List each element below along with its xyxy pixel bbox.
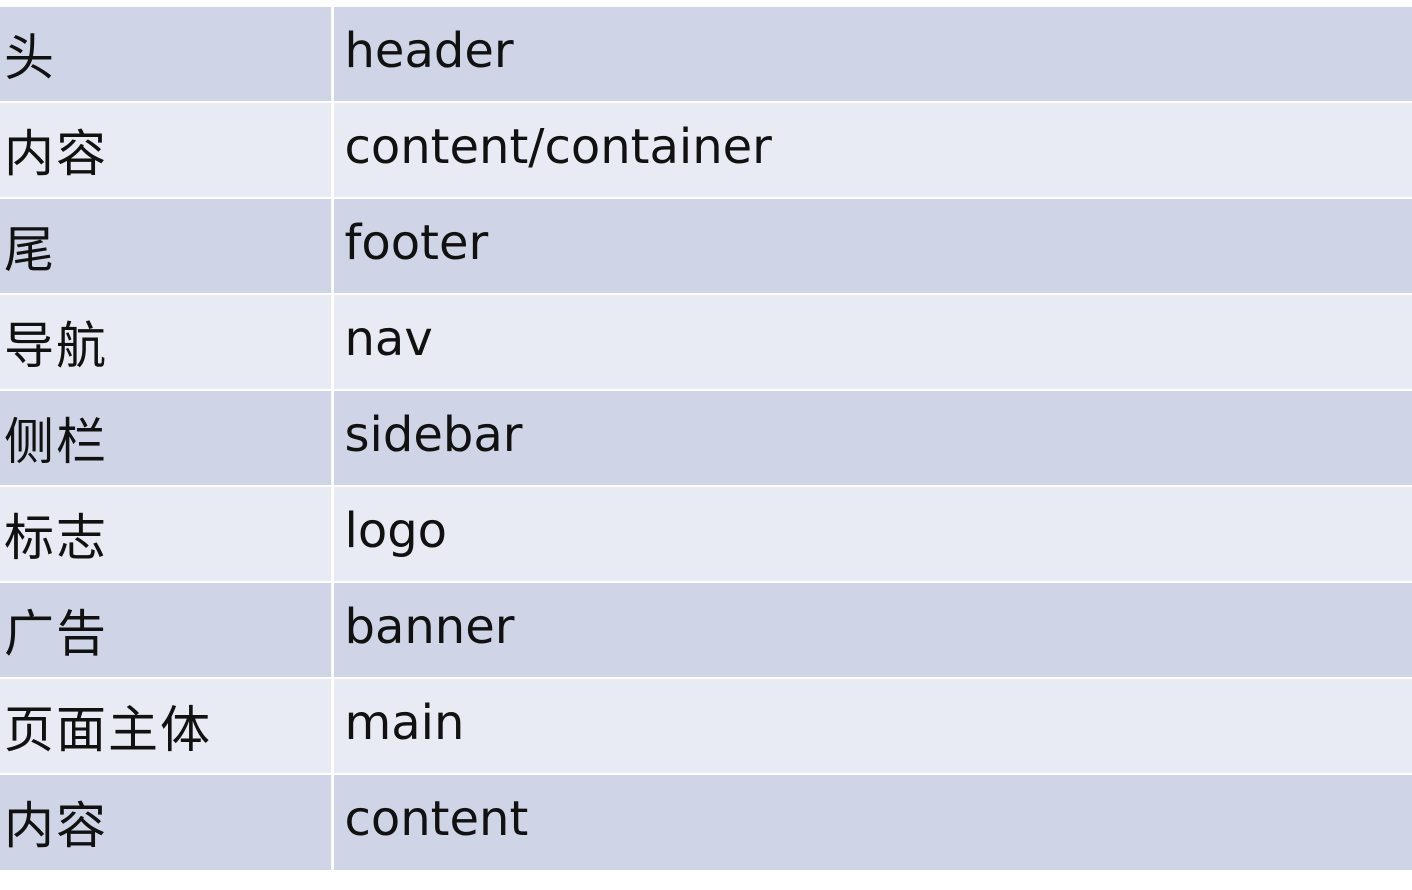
term-cell: 导航 [0,293,334,390]
value-text: content [344,791,529,847]
term-text: 内容 [4,125,108,183]
value-cell: logo [332,485,1412,582]
term-text: 内容 [4,797,108,855]
value-cell: content/container [332,101,1412,198]
term-cell: 内容 [0,101,334,198]
term-cell: 内容 [0,773,334,870]
value-cell: nav [332,293,1412,390]
value-cell: content [332,773,1412,870]
value-text: main [344,695,465,751]
value-cell: main [332,677,1412,774]
table-row: 尾 footer [0,197,1412,294]
value-cell: sidebar [332,389,1412,486]
value-text: header [344,23,514,79]
table-row: 广告 banner [0,581,1412,678]
table-row: 页面主体 main [0,677,1412,774]
term-cell: 尾 [0,197,334,294]
value-text: banner [344,599,515,655]
value-text: sidebar [344,407,523,463]
term-cell: 广告 [0,581,334,678]
value-cell: banner [332,581,1412,678]
term-text: 广告 [4,605,108,663]
table-row: 导航 nav [0,293,1412,390]
table-row: 标志 logo [0,485,1412,582]
term-cell: 侧栏 [0,389,334,486]
term-text: 尾 [4,221,56,279]
value-text: content/container [344,119,772,175]
term-cell: 页面主体 [0,677,334,774]
term-cell: 标志 [0,485,334,582]
value-cell: header [332,5,1412,102]
vocabulary-table: 头 header 内容 content/container 尾 footer 导… [0,5,1412,870]
table-row: 头 header [0,5,1412,102]
table-row: 内容 content/container [0,101,1412,198]
value-cell: footer [332,197,1412,294]
term-text: 侧栏 [4,413,108,471]
term-cell: 头 [0,5,334,102]
term-text: 头 [4,29,56,87]
value-text: footer [344,215,489,271]
term-text: 标志 [4,509,108,567]
value-text: nav [344,311,433,367]
term-text: 页面主体 [4,701,212,759]
value-text: logo [344,503,448,559]
table-row: 侧栏 sidebar [0,389,1412,486]
term-text: 导航 [4,317,108,375]
table-row: 内容 content [0,773,1412,870]
